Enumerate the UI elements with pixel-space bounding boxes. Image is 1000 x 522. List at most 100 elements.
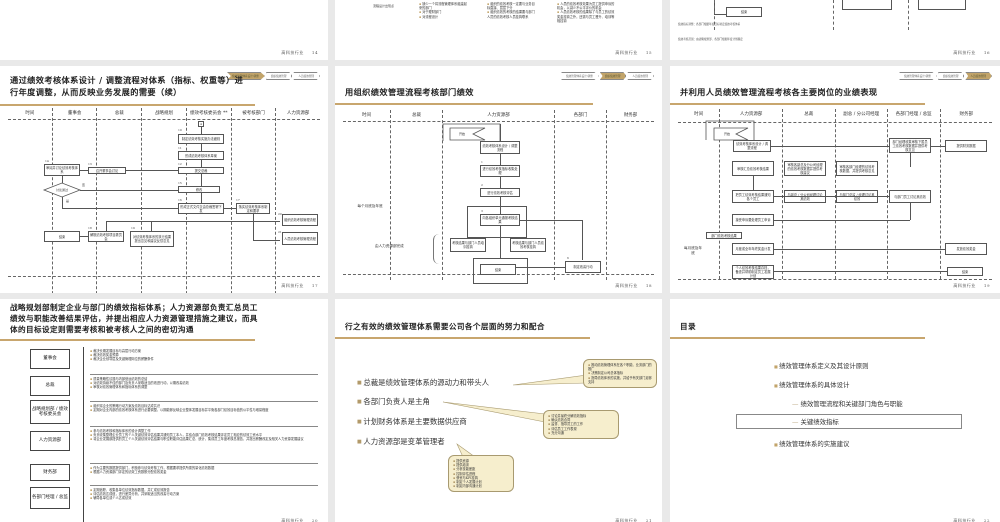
- nav-chip-org[interactable]: 组织绩效管理: [937, 72, 965, 80]
- lane-header: 财务部: [959, 112, 974, 117]
- slide-thumbnail-19[interactable]: 绩效管理体系设计/调整 组织绩效管理 人员绩效管理 并利用人员绩效管理流程考核各…: [670, 66, 1000, 293]
- subprocess-box[interactable]: 绩效考核体系设计 / 调整流程: [733, 140, 771, 152]
- flow-box: [918, 0, 966, 10]
- slide-thumbnail-18[interactable]: 绩效管理体系设计/调整 组织绩效管理 人员绩效管理 用组织绩效管理流程考核部门绩…: [335, 66, 662, 293]
- callout-item: 提供培训: [453, 463, 509, 467]
- callout-item: 制定内部沟通计划: [453, 484, 509, 488]
- toc-subitem[interactable]: 绩效管理流程和关键部门角色与职能: [792, 399, 902, 408]
- flow-box: 制定绩效考核实施办法细则: [178, 134, 224, 144]
- duty-item: 将企业发展部提供的员工个人关键绩效评估结果与职位职能评估结果汇总、统计，集成员工…: [90, 437, 318, 441]
- step-number: 3: [481, 209, 483, 213]
- callout-item: 监督、指导员工的工作: [548, 422, 614, 426]
- callout-item: 分析技能差距: [453, 467, 509, 471]
- slide-thumbnail-17[interactable]: 绩效管理体系设计/调整 组织绩效管理 人员绩效管理 通过绩效考核体系设计 / 调…: [0, 66, 328, 293]
- page-number: 21: [645, 518, 652, 522]
- connector-line: [80, 236, 88, 237]
- connector-line: [151, 221, 152, 231]
- time-label: 每月底及年底: [684, 246, 702, 255]
- lane-header: 副总 / 分公司经理: [836, 109, 888, 279]
- connector-node: 4: [198, 121, 204, 127]
- nav-chip-design[interactable]: 绩效管理体系设计/调整: [561, 72, 599, 80]
- end-box: 结束: [480, 264, 516, 275]
- nav-chip-design[interactable]: 绩效管理体系设计/调整: [899, 72, 937, 80]
- role-point: 各部门负责人是主角: [357, 396, 430, 407]
- title-rule: [335, 103, 593, 105]
- step-number: 21: [278, 230, 282, 234]
- lane-header: 人力资源部: [286, 111, 310, 116]
- toc-item[interactable]: 绩效管理体系定义及其设计原则: [774, 361, 868, 370]
- footer-brand: 高科技行业: [281, 283, 304, 288]
- subprocess-box[interactable]: 人员绩效考核管理流程: [282, 232, 318, 245]
- step-number: 13: [88, 162, 92, 166]
- slide-title: 目录: [680, 322, 696, 331]
- connector-line: [106, 221, 107, 231]
- notes-text: 绩效指标调整：各部门根据年度目标制定绩效考核体系: [678, 23, 741, 26]
- role-duties: 定期追踪、收集各单位绩效指标数据，并汇成绩效报告 评估绩效达成值，进行差异分析，…: [90, 485, 318, 501]
- callout-item: 推动绩效管理体系在各个职能、业务部门的推广: [588, 363, 652, 371]
- title-rule: [0, 339, 255, 341]
- slide-title: 战略规划部制定企业与部门的绩效指标体系；人力资源部负责汇总员工绩效与职能改善结果…: [10, 303, 258, 334]
- subprocess-box[interactable]: 绩效考核体系设计 / 调整流程: [480, 141, 520, 154]
- footer-brand: 高科技行业: [615, 518, 638, 522]
- role-duties: 质量策略性议题与内部营运绩效的总结 对绩效持续不佳的部门及负责人采取适当的改进行…: [90, 374, 318, 390]
- header-divider: [8, 119, 320, 120]
- slide-thumbnail-15[interactable]: 流程设计出现点 缺少一个将流程管理体系组建起来的部门 对于理财部门 对流程设计 …: [335, 0, 662, 60]
- title-rule: [670, 337, 925, 339]
- connector-line: [126, 170, 178, 171]
- connector-line: [80, 170, 88, 171]
- slide-title: 并利用人员绩效管理流程考核各主要岗位的业绩表现: [680, 87, 878, 97]
- hr-label: 由人力资源部完成: [375, 244, 404, 248]
- start-label: 开始: [724, 132, 731, 136]
- callout-item: 制定个人发展计划: [453, 480, 509, 484]
- flow-box: 审核各部门经理的绩效考核数据，并提供考核意见: [836, 161, 878, 176]
- side-box: 部门绩效考核结果: [706, 232, 742, 239]
- slide-thumbnail-16[interactable]: 结束 绩效指标调整：各部门根据年度目标制定绩效考核体系 绩效考核范围：由战略规划…: [670, 0, 1000, 60]
- connector-line: [62, 176, 63, 208]
- page-number: 18: [645, 283, 652, 288]
- duty-item: 质量策略性议题与内部营运绩效的总结: [90, 377, 318, 381]
- duty-item: 裁决企业领导层及关键管理岗位的薪酬条件: [90, 357, 318, 361]
- toc-item[interactable]: 绩效管理体系的实施建议: [774, 439, 849, 448]
- nav-chip-people[interactable]: 人员绩效管理: [965, 72, 992, 80]
- nav-chip-org[interactable]: 组织绩效管理: [599, 72, 627, 80]
- role-duties: 裁决长期发展目标与高层行动方案 裁决绩效奖金预算 裁决企业领导层及关键管理岗位的…: [90, 347, 318, 362]
- nav-chip-org[interactable]: 组织绩效管理: [265, 72, 293, 80]
- callout-hr: 提供资源 提供培训 分析技能差距 控制评估进程 薪资与KPI挂钩 制定个人发展计…: [448, 455, 514, 493]
- flow-box: 落实绩效考核体系制定和要求: [236, 203, 270, 214]
- slide-thumbnail-20[interactable]: 战略规划部制定企业与部门的绩效指标体系；人力资源部负责汇总员工绩效与职能改善结果…: [0, 299, 328, 522]
- role-duties: 作为主要的数据提供部门，积极参与绩效考核工作，根据要求提供所需的量化绩效数据 根…: [90, 463, 318, 474]
- lane-divider: [908, 0, 909, 30]
- time-label: 每个月底及年底: [357, 204, 383, 208]
- role-point: 计划财务体系是主要数据供应商: [357, 416, 466, 427]
- nav-chip-people[interactable]: 人员绩效管理: [293, 72, 320, 80]
- footer-brand: 高科技行业: [953, 50, 976, 55]
- lane-header: 总裁: [97, 108, 143, 293]
- duty-item: 裁决长期发展目标与高层行动方案: [90, 349, 318, 353]
- duty-item: 组织将企业的策略行动方案及绩效目标达成共识: [90, 404, 318, 408]
- subprocess-box[interactable]: 组织绩效考核管理流程: [282, 214, 318, 226]
- toc-item[interactable]: 绩效管理体系的具体设计: [774, 380, 849, 389]
- role-label: 人力资源部: [30, 431, 70, 451]
- row-label: 流程设计出现点: [373, 4, 395, 8]
- connector-line: [582, 220, 583, 260]
- callout-item: 确认绩效合同: [548, 418, 614, 422]
- connector-line: [753, 176, 754, 190]
- slide-title: 用组织绩效管理流程考核部门绩效: [345, 87, 474, 97]
- slide-title: 行之有效的绩效管理体系需要公司各个层面的努力和配合: [345, 322, 545, 331]
- connector-line: [253, 240, 280, 241]
- group-frame: [467, 206, 527, 238]
- slide-thumbnail-21[interactable]: 行之有效的绩效管理体系需要公司各个层面的努力和配合 总裁是绩效管理体系的源动力和…: [335, 299, 662, 522]
- lane-header: 人力资源部: [720, 109, 783, 279]
- toc-subitem-active[interactable]: 关键绩效指标: [792, 417, 838, 426]
- flow-box: 考核结果与部门人员绩效考核挂钩: [510, 238, 546, 252]
- lane-header: 时间: [8, 108, 53, 293]
- brace: [433, 234, 439, 264]
- nav-chip-people[interactable]: 人员绩效管理: [627, 72, 654, 80]
- flow-box: 形成绩效考核体系草案: [178, 151, 224, 160]
- slide-thumbnail-22[interactable]: 目录 绩效管理体系定义及其设计原则 绩效管理体系的具体设计 绩效管理流程和关键部…: [670, 299, 1000, 522]
- lane-header: 人力资源部: [443, 110, 555, 280]
